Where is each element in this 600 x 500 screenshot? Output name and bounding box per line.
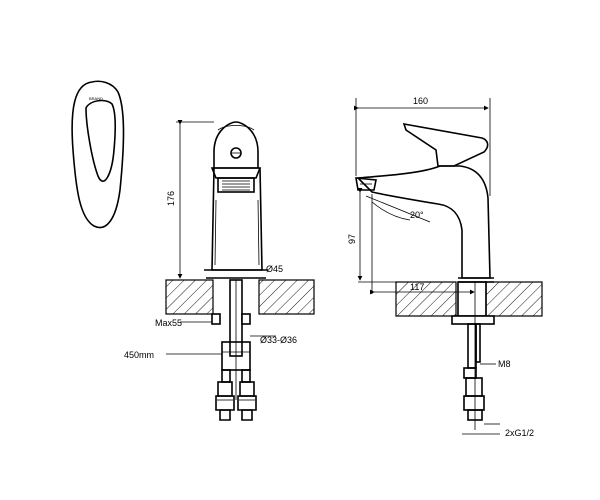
dim-spout-angle: 20° <box>410 210 424 220</box>
side-view <box>355 122 494 283</box>
side-underside <box>451 281 495 430</box>
front-countertop <box>165 279 315 315</box>
logo-text: BRAND <box>89 96 103 101</box>
dim-body-diameter: Ø45 <box>266 264 283 274</box>
dim-height-total: 176 <box>166 191 176 206</box>
dim-hose-length: 450mm <box>124 350 154 360</box>
dim-spout-reach: 117 <box>410 282 424 292</box>
handle-top-view: BRAND <box>71 80 125 229</box>
dim-spout-width: 160 <box>413 96 428 106</box>
front-view <box>204 121 268 279</box>
dim-spout-height: 97 <box>347 234 357 244</box>
dim-max-thickness: Max55 <box>155 318 182 328</box>
dim-stud-thread: M8 <box>498 359 511 369</box>
dim-hole-diameter: Ø33-Ø36 <box>260 335 297 345</box>
side-countertop <box>395 281 543 317</box>
front-dimensions: 176 Ø45 Max55 Ø33-Ø36 450mm <box>124 120 297 360</box>
dim-connection: 2xG1/2 <box>505 428 534 438</box>
front-underside <box>211 279 257 421</box>
side-dimensions: 160 97 20° 117 M8 2xG1/2 <box>347 96 534 438</box>
